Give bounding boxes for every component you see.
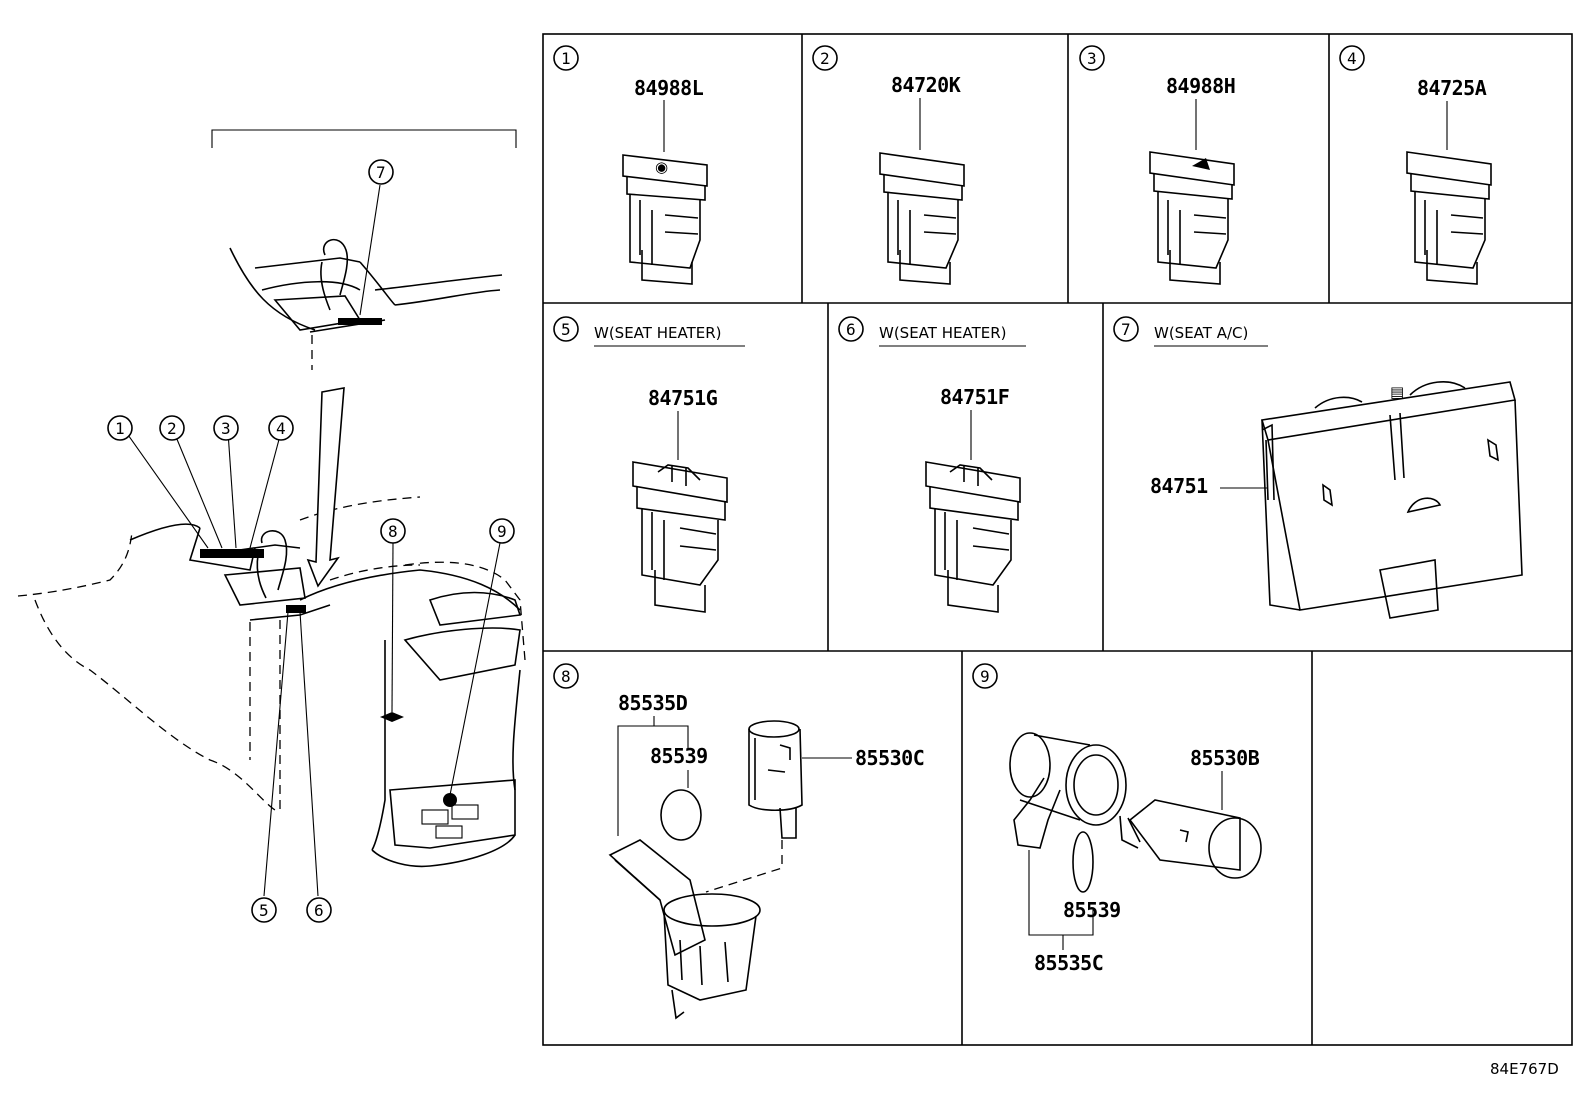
callout-4: 4 <box>276 419 286 438</box>
module-display-mark: ▤ <box>1390 383 1404 401</box>
part-number-84988L: 84988L <box>634 76 704 100</box>
part-number-84751G: 84751G <box>648 386 718 410</box>
part-number-85539-b: 85539 <box>1063 898 1121 922</box>
diagram-reference-code: 84E767D <box>1490 1060 1559 1078</box>
part-number-85530B: 85530B <box>1190 746 1260 770</box>
cell-9-number: 9 <box>980 667 990 686</box>
cell-2-number: 2 <box>820 49 830 68</box>
part-number-84720K: 84720K <box>891 73 961 97</box>
cell-5-number: 5 <box>561 320 571 339</box>
console-main-view: 1 2 3 4 8 9 5 6 <box>17 387 526 923</box>
cell-5-seat-heater-switch: 5 W(SEAT HEATER) 84751G <box>553 316 745 613</box>
cell-8-power-outlet: 8 85535D 85539 85530C <box>553 663 925 1020</box>
part-number-85535D: 85535D <box>618 691 688 715</box>
cell-4-number: 4 <box>1347 49 1357 68</box>
part-number-84751F: 84751F <box>940 385 1009 409</box>
cell-1-number: 1 <box>561 49 571 68</box>
callout-6: 6 <box>314 901 324 920</box>
console-detail-view: 7 <box>229 159 503 370</box>
cell-9-cigarette-lighter: 9 85530B 85539 85535C <box>972 663 1262 975</box>
cell-4-switch: 4 84725A <box>1339 45 1492 285</box>
part-number-85535C: 85535C <box>1034 951 1103 975</box>
cell-8-number: 8 <box>561 667 571 686</box>
switch-icon-mark: ◉ <box>655 158 668 176</box>
cell-6-number: 6 <box>846 320 856 339</box>
cell-1-switch: 1 84988L ◉ <box>553 45 708 285</box>
cell-3-switch: 3 84988H <box>1079 45 1236 285</box>
callout-8: 8 <box>388 522 398 541</box>
cell-7-condition: W(SEAT A/C) <box>1154 324 1248 342</box>
callout-3: 3 <box>221 419 231 438</box>
part-number-84751: 84751 <box>1150 474 1208 498</box>
callout-2: 2 <box>167 419 177 438</box>
cell-7-number: 7 <box>1121 320 1131 339</box>
cell-2-switch: 2 84720K <box>812 45 965 285</box>
cell-7-seat-ac-module: 7 W(SEAT A/C) 84751 ▤ <box>1113 316 1523 619</box>
cell-6-seat-heater-switch: 6 W(SEAT HEATER) 84751F <box>838 316 1026 613</box>
part-number-85530C: 85530C <box>855 746 924 770</box>
callout-9: 9 <box>497 522 507 541</box>
cell-6-condition: W(SEAT HEATER) <box>879 324 1006 342</box>
part-number-84988H: 84988H <box>1166 74 1235 98</box>
part-number-84725A: 84725A <box>1417 76 1487 100</box>
overview-illustration: 7 <box>17 129 526 923</box>
callout-7-top: 7 <box>376 163 386 182</box>
part-number-85539-a: 85539 <box>650 744 708 768</box>
cell-5-condition: W(SEAT HEATER) <box>594 324 721 342</box>
callout-1: 1 <box>115 419 125 438</box>
cell-3-number: 3 <box>1087 49 1097 68</box>
callout-5: 5 <box>259 901 269 920</box>
parts-grid <box>542 33 1573 1046</box>
